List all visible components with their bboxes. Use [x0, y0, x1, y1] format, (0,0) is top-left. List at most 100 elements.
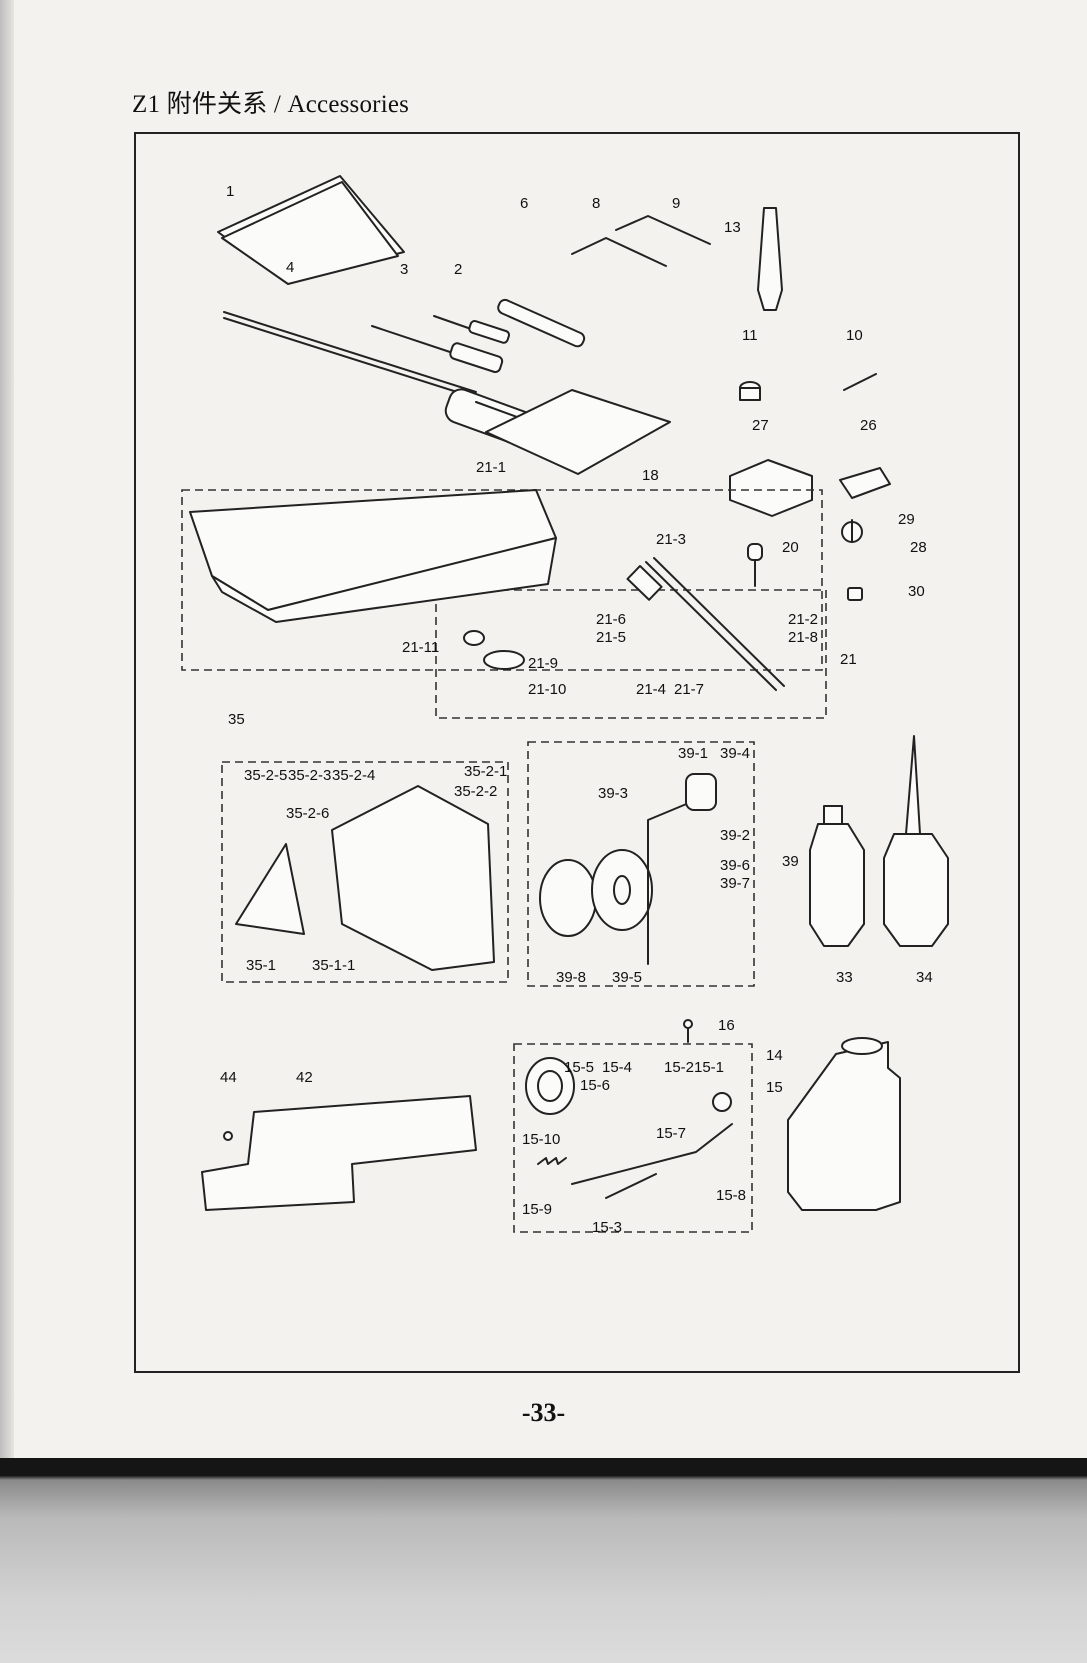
- callout-21-10: 21-10: [528, 681, 566, 698]
- callout-39-6: 39-6: [720, 857, 750, 874]
- part-15-9-spring: [537, 1157, 567, 1165]
- callout-35: 35: [228, 711, 245, 728]
- scan-dark-edge: [0, 1458, 1087, 1476]
- callout-15-7: 15-7: [656, 1125, 686, 1142]
- callout-26: 26: [860, 417, 877, 434]
- part-44-screw: [223, 1131, 233, 1141]
- callout-21-6: 21-6: [596, 611, 626, 628]
- callout-15-6: 15-6: [580, 1077, 610, 1094]
- part-4-long-rod: [223, 311, 477, 399]
- part-11-cap: [739, 381, 761, 401]
- callout-1: 1: [226, 183, 234, 200]
- callout-21-7: 21-7: [674, 681, 704, 698]
- part-35-1-cover: [235, 785, 495, 971]
- callout-35-1: 35-1: [246, 957, 276, 974]
- callout-35-2-6: 35-2-6: [286, 805, 329, 822]
- scan-bottom-band: [0, 1458, 1087, 1663]
- callout-21-5: 21-5: [596, 629, 626, 646]
- callout-15: 15: [766, 1079, 783, 1096]
- group-35-box: [221, 761, 509, 983]
- page-number: -33-: [521, 1398, 566, 1427]
- callout-39-8: 39-8: [556, 969, 586, 986]
- part-16-screw: [683, 1019, 693, 1043]
- part-8-9-hex-keys: [571, 215, 711, 267]
- callout-15-3: 15-3: [592, 1219, 622, 1236]
- callout-39: 39: [782, 853, 799, 870]
- callout-16: 16: [718, 1017, 735, 1034]
- part-21-1-tray: [189, 489, 557, 623]
- callout-14: 14: [766, 1047, 783, 1064]
- part-21-shaft: [626, 557, 785, 691]
- callout-18: 18: [642, 467, 659, 484]
- callout-15-4: 15-4: [602, 1059, 632, 1076]
- callout-21-9: 21-9: [528, 655, 558, 672]
- group-21-sub-box: [435, 589, 827, 719]
- part-26-clip: [839, 467, 891, 499]
- callout-39-7: 39-7: [720, 875, 750, 892]
- callout-35-1-1: 35-1-1: [312, 957, 355, 974]
- callout-35-2-4: 35-2-4: [332, 767, 375, 784]
- part-1-cover-sheet: [217, 175, 405, 285]
- callout-2: 2: [454, 261, 462, 278]
- callout-8: 8: [592, 195, 600, 212]
- part-30-nut: [847, 587, 863, 601]
- group-21-box: [181, 489, 823, 671]
- part-39-bracket: [647, 773, 717, 965]
- callout-35-2-1: 35-2-1: [464, 763, 507, 780]
- callout-20: 20: [782, 539, 799, 556]
- callout-21-1: 21-1: [476, 459, 506, 476]
- part-27-block: [729, 459, 813, 517]
- part-15-linkage: [571, 1092, 733, 1199]
- callout-39-1: 39-1: [678, 745, 708, 762]
- callout-15-9: 15-9: [522, 1201, 552, 1218]
- callout-21: 21: [840, 651, 857, 668]
- callout-6: 6: [520, 195, 528, 212]
- callout-29: 29: [898, 511, 915, 528]
- part-15-5-gear-disc: [525, 1057, 575, 1115]
- callout-33: 33: [836, 969, 853, 986]
- callout-35-2-2: 35-2-2: [454, 783, 497, 800]
- callout-13: 13: [724, 219, 741, 236]
- callout-28: 28: [910, 539, 927, 556]
- callout-30: 30: [908, 583, 925, 600]
- part-13-spool-pin: [757, 207, 783, 311]
- callout-39-4: 39-4: [720, 745, 750, 762]
- callout-21-4: 21-4: [636, 681, 666, 698]
- callout-21-3: 21-3: [656, 531, 686, 548]
- callout-39-3: 39-3: [598, 785, 628, 802]
- callout-39-5: 39-5: [612, 969, 642, 986]
- part-18-oil-cloth: [485, 389, 671, 475]
- part-29-28-screw-clip: [841, 519, 863, 543]
- part-42-plate: [201, 1095, 477, 1211]
- part-6-spanner: [497, 298, 586, 348]
- callout-15-2: 15-2: [664, 1059, 694, 1076]
- callout-11: 11: [742, 327, 758, 344]
- callout-21-2: 21-2: [788, 611, 818, 628]
- page-gutter-shadow: [0, 0, 14, 1458]
- callout-44: 44: [220, 1069, 237, 1086]
- callout-35-2-5: 35-2-5: [244, 767, 287, 784]
- callout-10: 10: [846, 327, 863, 344]
- part-20-pin: [747, 543, 763, 587]
- callout-21-11: 21-11: [402, 639, 439, 656]
- callout-42: 42: [296, 1069, 313, 1086]
- part-14-15-oil-tank: [787, 1037, 901, 1211]
- part-10-pin: [843, 373, 877, 391]
- page-title: Z1 附件关系 / Accessories: [132, 91, 410, 118]
- callout-9: 9: [672, 195, 680, 212]
- part-34-oil-bottle: [883, 735, 949, 947]
- group-15-box: [513, 1043, 753, 1233]
- callout-34: 34: [916, 969, 933, 986]
- callout-4: 4: [286, 259, 294, 276]
- callout-15-10: 15-10: [522, 1131, 560, 1148]
- callout-27: 27: [752, 417, 769, 434]
- callout-35-2-3: 35-2-3: [288, 767, 331, 784]
- callout-21-8: 21-8: [788, 629, 818, 646]
- part-21-9-21-10-washers: [463, 630, 525, 670]
- part-39-5-39-8-discs: [539, 849, 653, 937]
- callout-3: 3: [400, 261, 408, 278]
- callout-15-1: 15-1: [694, 1059, 724, 1076]
